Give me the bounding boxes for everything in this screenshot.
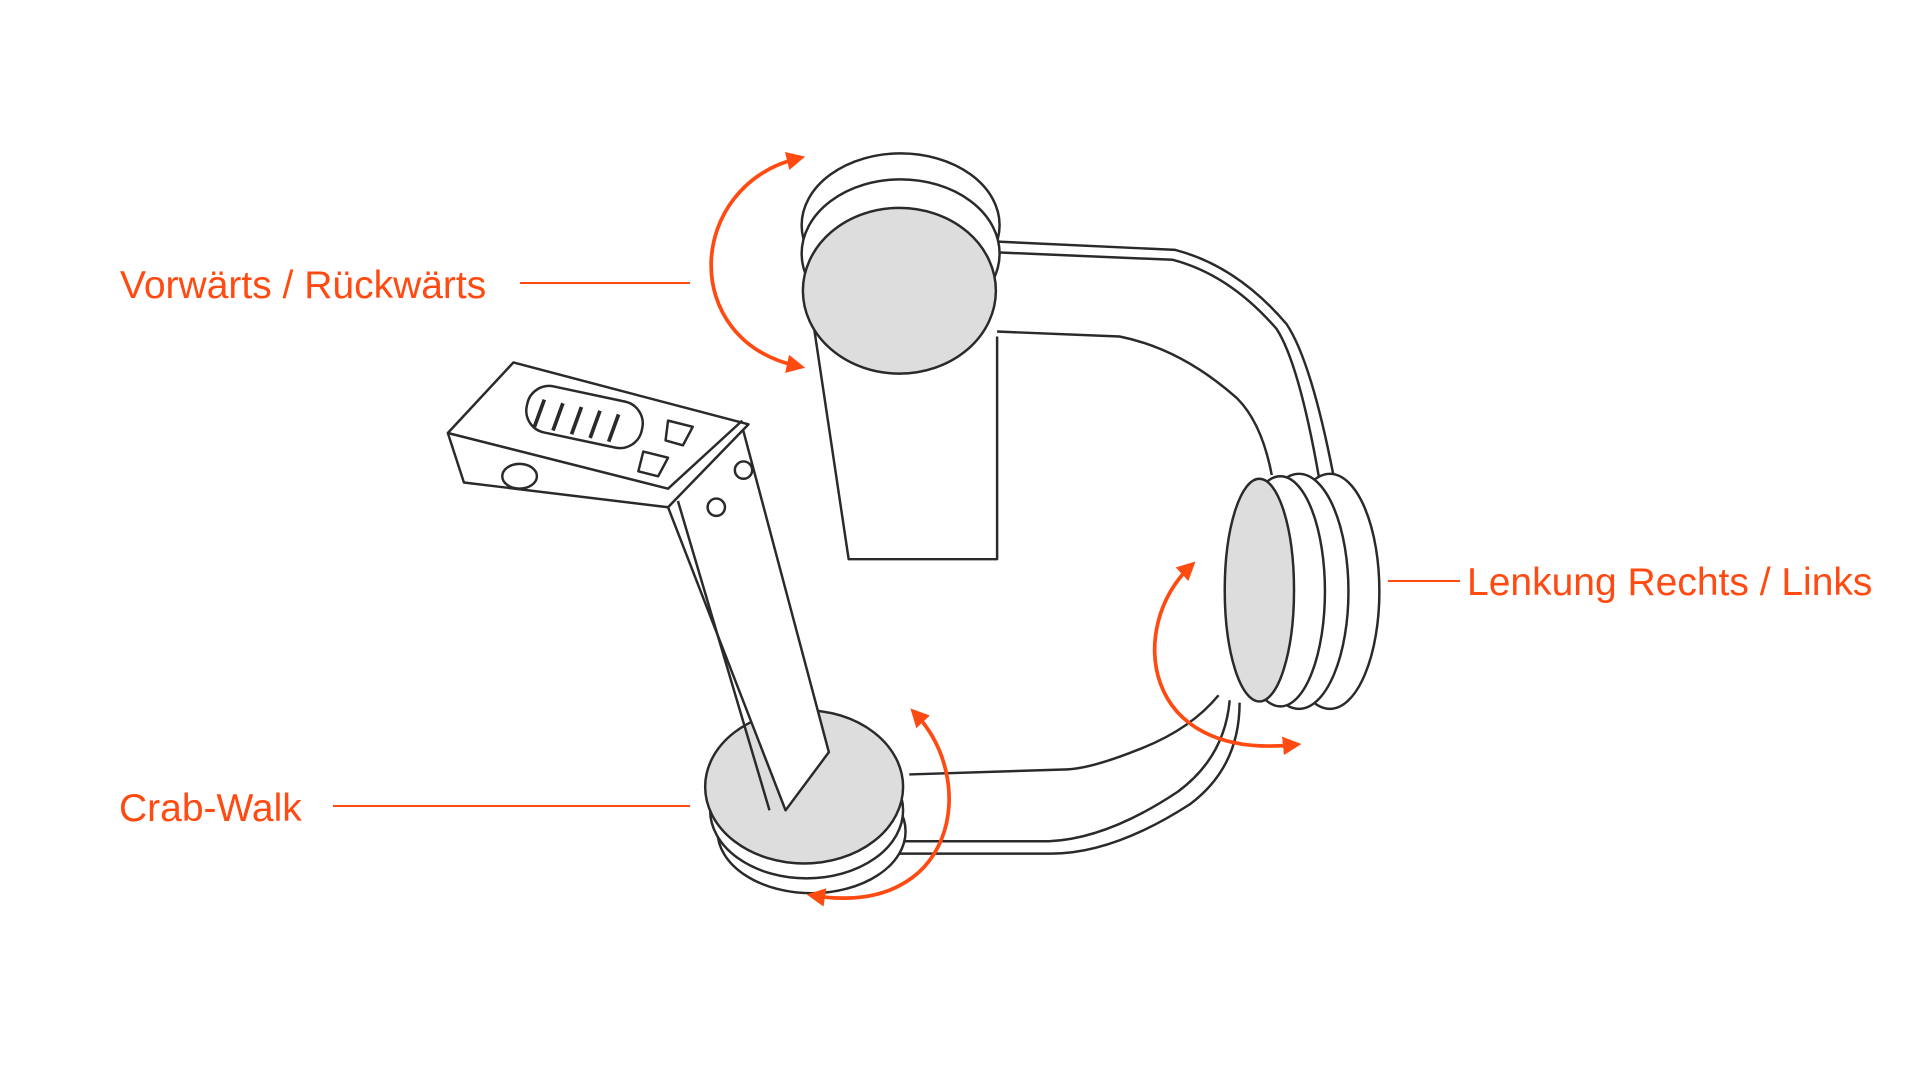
- label-crab-walk: Crab-Walk: [119, 787, 302, 830]
- right-wheel: [1223, 472, 1381, 711]
- label-forward-backward: Vorwärts / Rückwärts: [120, 264, 487, 307]
- control-arm: [446, 361, 831, 812]
- leader-line-crab-walk: [333, 805, 690, 807]
- vertical-strut: [812, 327, 999, 561]
- label-steering: Lenkung Rechts / Links: [1467, 561, 1873, 604]
- steering-arrow: [1152, 561, 1302, 756]
- forward-backward-arrow: [709, 151, 806, 373]
- top-wheel: [800, 152, 1001, 375]
- crab-walk-arrow: [806, 708, 951, 907]
- leader-line-steering: [1388, 580, 1460, 582]
- leader-line-forward-backward: [520, 282, 690, 284]
